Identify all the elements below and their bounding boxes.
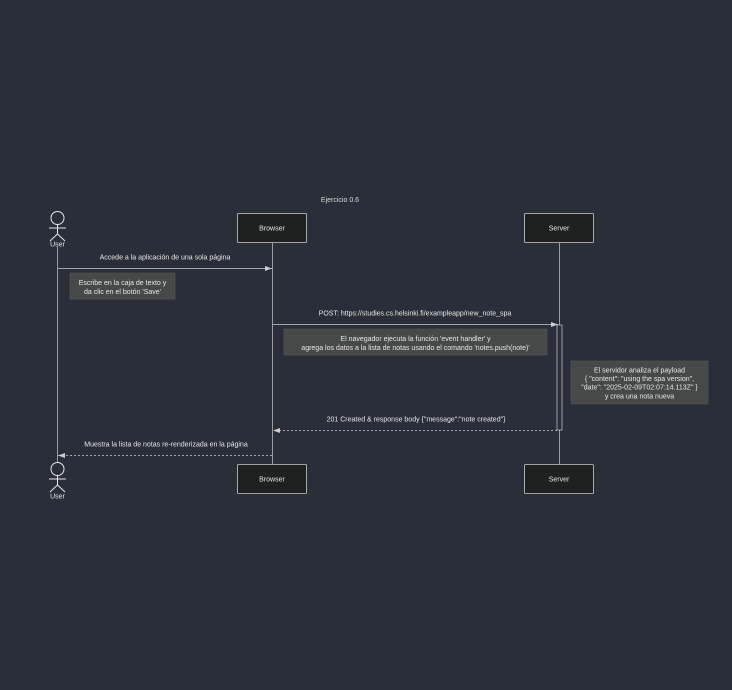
note-user-types-line1: Escribe en la caja de texto y (79, 280, 167, 287)
actor-user-top: User (49, 211, 66, 249)
stick-figure-icon (49, 211, 66, 242)
note-browser-handler: El navegador ejecuta la función 'event h… (283, 328, 548, 356)
participant-browser-label: Browser (259, 226, 285, 233)
diagram-title: Ejercicio 0.6 (321, 197, 359, 204)
server-activation (556, 324, 563, 431)
note-server-parses: El servidor analiza el payload { "conten… (570, 360, 709, 405)
note-server-parses-line2: { "content": "using the spa version", (585, 376, 694, 383)
participant-browser-top: Browser (237, 213, 307, 243)
participant-server-label: Server (549, 226, 570, 233)
note-user-types-line2: da clic en el botón 'Save' (84, 289, 161, 296)
message-response-label: 201 Created & response body {"message":"… (327, 417, 506, 424)
participant-server-bottom: Server (524, 464, 594, 494)
note-server-parses-line4: y crea una nota nueva (605, 394, 674, 401)
message-access-app-label: Accede a la aplicación de una sola págin… (100, 255, 231, 262)
stick-figure-icon (49, 462, 66, 493)
actor-user-bottom: User (49, 462, 66, 501)
note-browser-handler-line2: agrega los datos a la lista de notas usa… (301, 345, 529, 352)
note-server-parses-line3: "date": "2025-02-09T02:07:14.113Z" } (581, 385, 698, 392)
message-rerender-label: Muestra la lista de notas re-renderizada… (84, 442, 248, 449)
note-browser-handler-line1: El navegador ejecuta la función 'event h… (340, 336, 491, 343)
actor-user-label: User (50, 242, 65, 249)
participant-browser-bottom: Browser (237, 464, 307, 494)
note-server-parses-line1: El servidor analiza el payload (594, 368, 685, 375)
message-post-label: POST: https://studies.cs.helsinki.fi/exa… (319, 311, 512, 318)
actor-user-bottom-label: User (50, 494, 65, 501)
participant-server-top: Server (524, 213, 594, 243)
note-user-types: Escribe en la caja de texto y da clic en… (69, 272, 176, 300)
participant-server-bottom-label: Server (549, 477, 570, 484)
participant-browser-bottom-label: Browser (259, 477, 285, 484)
